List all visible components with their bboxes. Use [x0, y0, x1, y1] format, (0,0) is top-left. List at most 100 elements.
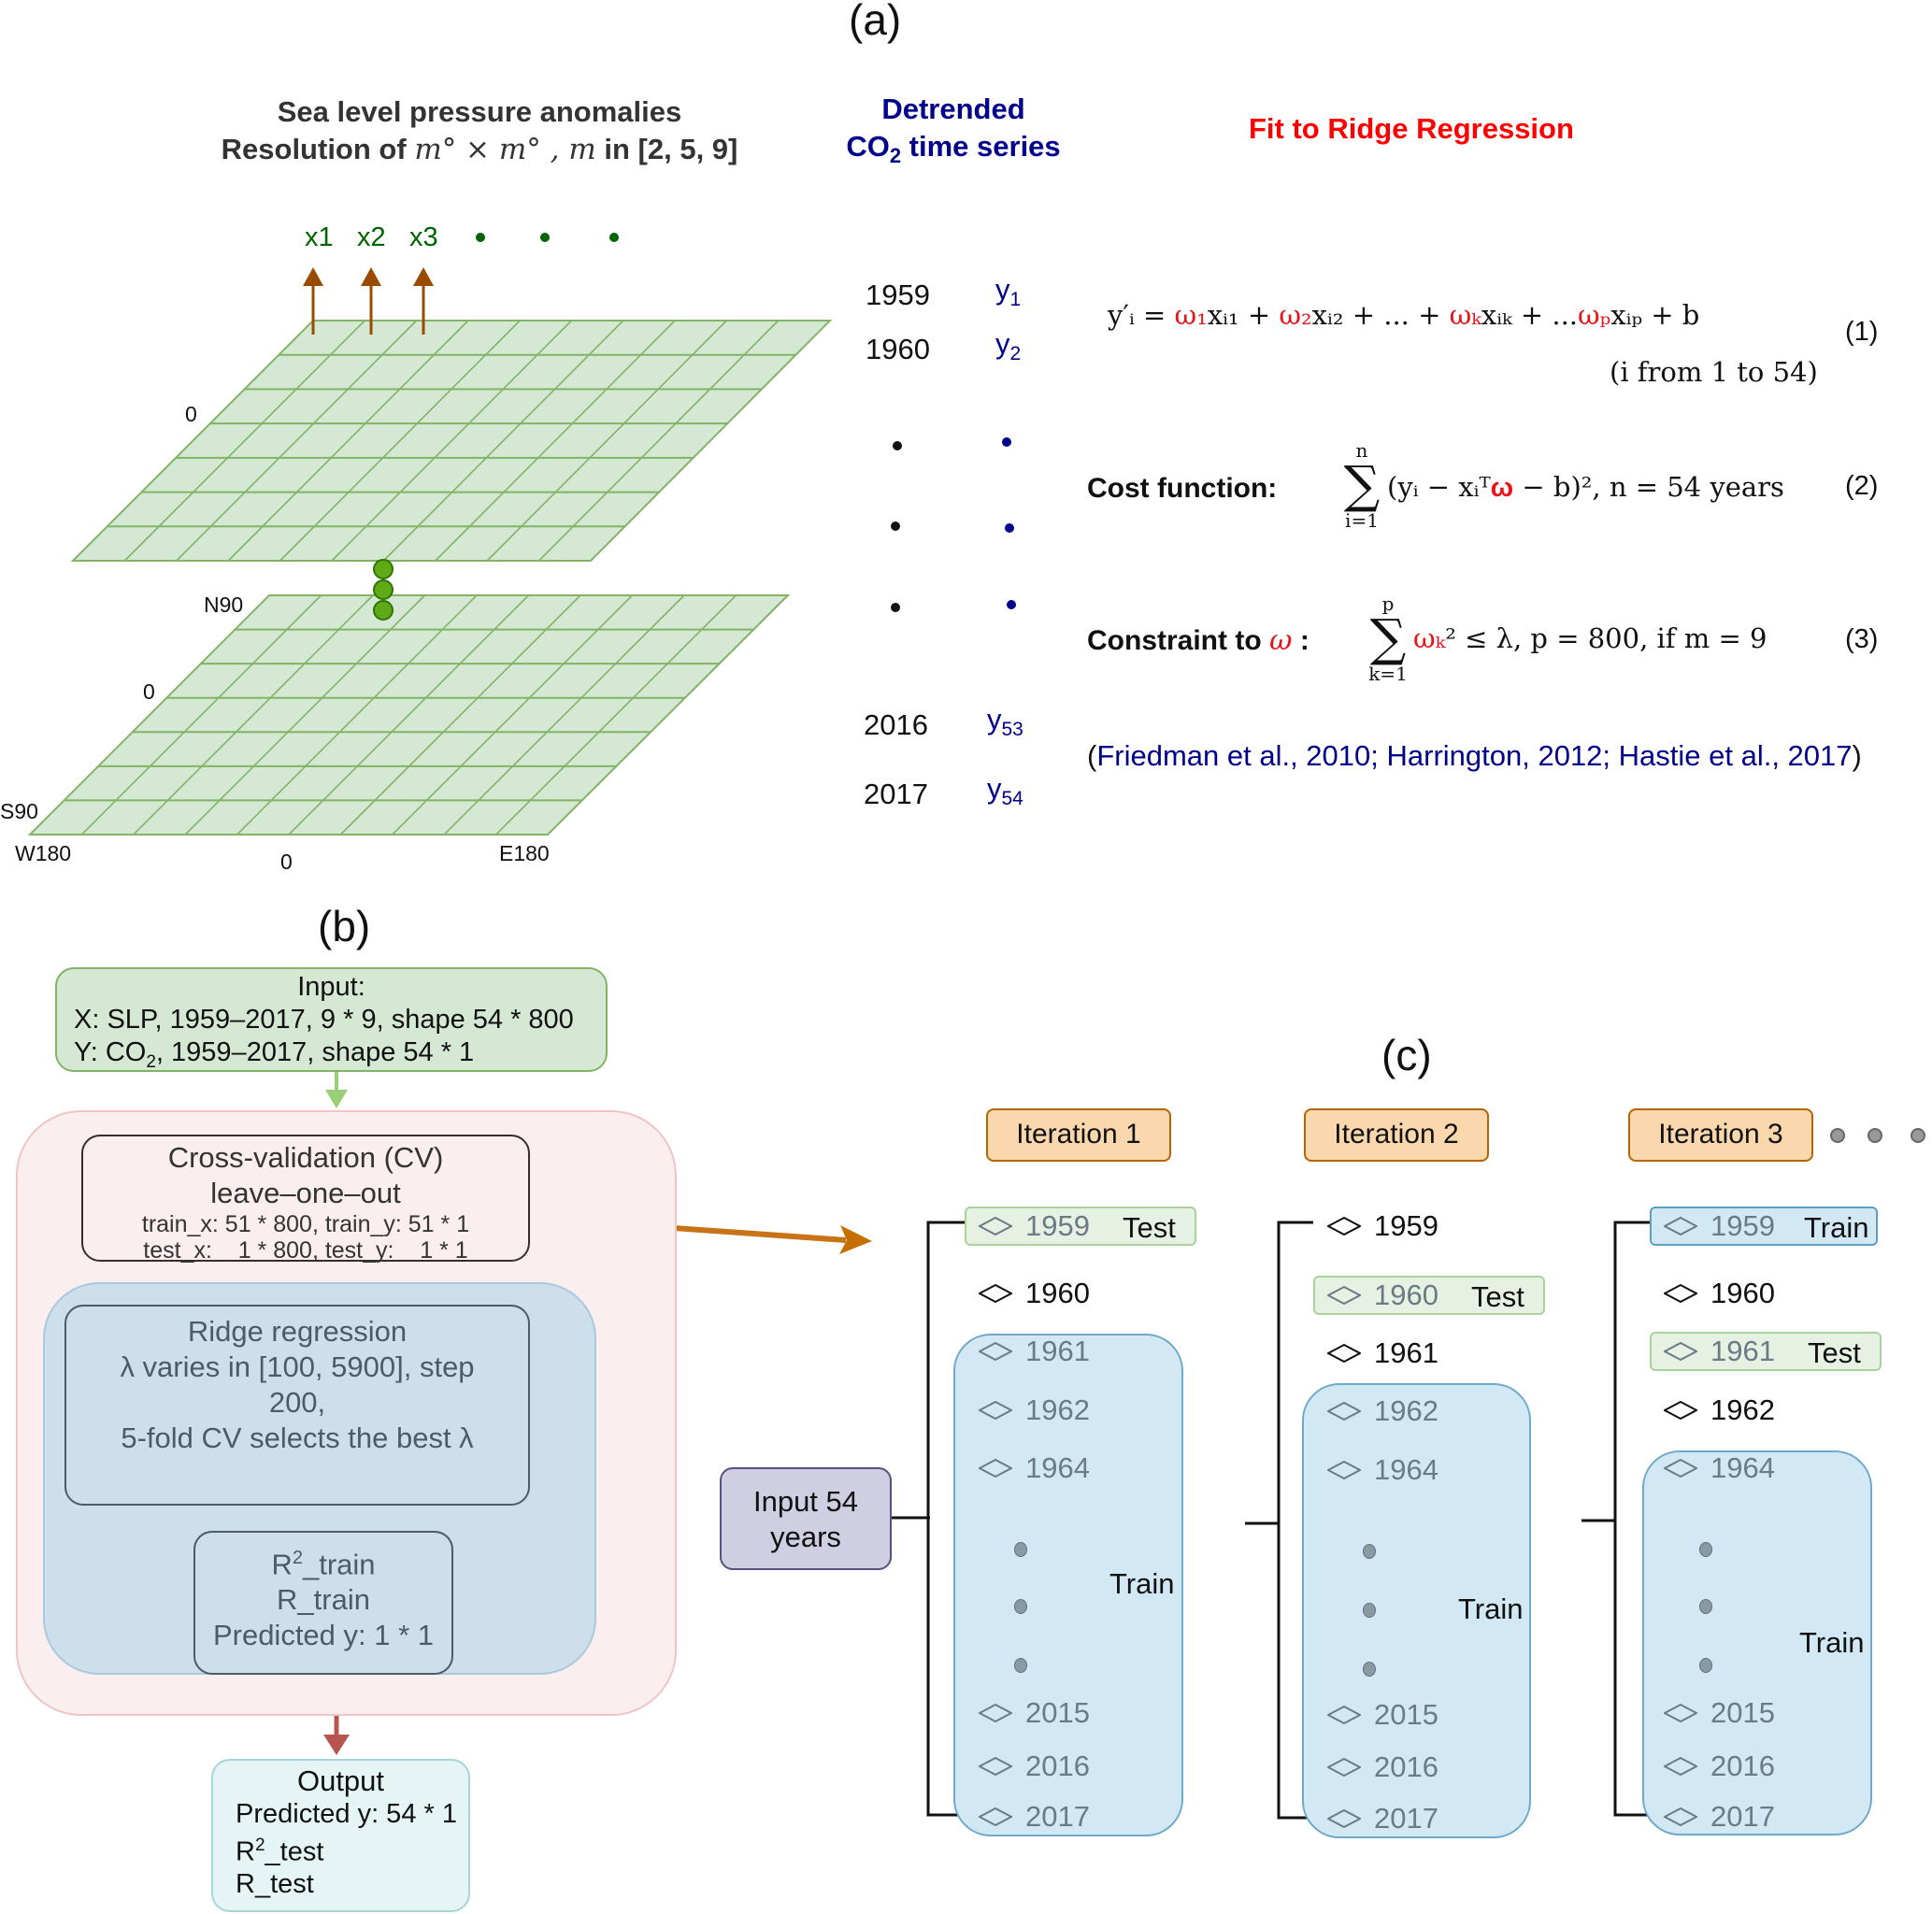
year-ellipsis-dot [1699, 1599, 1712, 1614]
grid-column-line [392, 594, 634, 836]
year-ellipsis-dot [891, 603, 900, 612]
diamond-icon [979, 1401, 1012, 1420]
diamond-icon [1664, 1284, 1697, 1303]
grid-column-line [184, 594, 426, 836]
year-row[interactable]: 1960 [1647, 1275, 1881, 1312]
grid-column-line [331, 320, 573, 562]
year-label: 1964 [1710, 1451, 1775, 1484]
year-label: 1962 [1374, 1394, 1438, 1427]
year-row[interactable]: 2015 [962, 1694, 1195, 1732]
year-row[interactable]: 1961 [962, 1333, 1195, 1370]
y-value-label: y2 [995, 327, 1022, 365]
year-row[interactable]: 2015 [1647, 1694, 1881, 1732]
diamond-icon [1327, 1461, 1361, 1479]
iteration-1-tab[interactable]: Iteration 1 [986, 1108, 1171, 1162]
year-row[interactable]: 1960 Test [1310, 1277, 1544, 1314]
year-label: 1960 [866, 333, 930, 365]
grid-column-line [339, 594, 581, 836]
cv-to-iterations-arrow-head [839, 1225, 872, 1254]
grid-column-line [236, 594, 478, 836]
year-label: 2017 [1374, 1802, 1438, 1835]
year-label: 1961 [1374, 1336, 1438, 1369]
year-row[interactable]: 2017 [962, 1798, 1195, 1835]
equation-2-sum: n ∑ i=1 [1343, 439, 1381, 532]
diamond-icon [1327, 1809, 1361, 1828]
iteration-1-bracket [926, 1221, 977, 1817]
year-row[interactable]: 2016 [1647, 1748, 1881, 1785]
grid-column-line [435, 320, 676, 562]
year-row[interactable]: 1959 [1310, 1207, 1544, 1245]
iteration-3-tab[interactable]: Iteration 3 [1628, 1108, 1813, 1162]
year-row[interactable]: 2015 [1310, 1696, 1544, 1734]
year-label: 2015 [1025, 1696, 1090, 1729]
iteration-2-tab[interactable]: Iteration 2 [1304, 1108, 1489, 1162]
co2-title: Detrended CO2 time series [846, 93, 1061, 168]
grid-label-zero-center: 0 [280, 850, 293, 874]
year-row[interactable]: 2017 [1310, 1800, 1544, 1837]
diamond-icon [1327, 1286, 1361, 1305]
diamond-icon [1664, 1704, 1697, 1722]
diamond-icon [1664, 1459, 1697, 1478]
test-tag: Test [1471, 1280, 1524, 1313]
year-row[interactable]: 2016 [1310, 1749, 1544, 1786]
year-label: 2016 [1710, 1750, 1775, 1782]
y-ellipsis-dot [1007, 600, 1016, 609]
year-ellipsis-dot [1014, 1599, 1027, 1614]
year-label: 1959 [866, 279, 930, 311]
y-value-label: y53 [987, 703, 1023, 741]
year-label: 2016 [1374, 1750, 1438, 1783]
feature-arrows [303, 267, 434, 335]
year-row[interactable]: 1962 [1647, 1392, 1881, 1429]
year-row[interactable]: 1962 [962, 1392, 1195, 1429]
feature-label: x3 [409, 222, 438, 252]
more-iterations-dot [1911, 1128, 1925, 1143]
grid-label-n90: N90 [204, 593, 244, 617]
grid-column-line [80, 594, 322, 836]
diamond-icon [979, 1757, 1012, 1776]
diamond-icon [979, 1342, 1012, 1361]
feature-arrow-3-head [413, 267, 434, 286]
citation: (Friedman et al., 2010; Harrington, 2012… [1087, 739, 1862, 772]
panel-label-c: (c) [1381, 1031, 1432, 1079]
iteration-2-bracket [1277, 1221, 1313, 1820]
year-label: 1964 [1025, 1451, 1090, 1484]
grid-column-line [443, 594, 685, 836]
equation-1: y′ᵢ = ω₁xᵢ₁ + ω₂xᵢ₂ + ... + ωₖxᵢₖ + ...ω… [1108, 299, 1700, 331]
slp-title-line2: Resolution of m° × m° , m in [2, 5, 9] [221, 133, 738, 166]
grid-column-line [279, 320, 521, 562]
year-row[interactable]: 2017 [1647, 1798, 1881, 1835]
feature-ellipsis-dot [540, 233, 550, 242]
year-ellipsis-dot [893, 441, 902, 450]
y-ellipsis-dot [1002, 437, 1011, 447]
year-ellipsis-dot [891, 521, 900, 531]
more-iterations-dot [1830, 1128, 1845, 1143]
equation-3-body: ωₖ² ≤ λ, p = 800, if m = 9 [1413, 622, 1767, 654]
grid-column-line [227, 320, 469, 562]
iteration-connectors [891, 1221, 1650, 1820]
year-row[interactable]: 1964 [1310, 1451, 1544, 1489]
test-tag: Test [1123, 1211, 1176, 1244]
input-54-years-box: Input 54 years [720, 1467, 892, 1570]
year-row[interactable]: 1961 [1310, 1335, 1544, 1372]
year-row[interactable]: 1962 [1310, 1393, 1544, 1430]
year-row[interactable]: 1964 [1647, 1450, 1881, 1487]
grid-column-line [495, 594, 737, 836]
year-ellipsis-dot [1014, 1542, 1027, 1557]
year-ellipsis-dot [1014, 1658, 1027, 1673]
year-label: 2017 [1710, 1800, 1775, 1833]
equation-3-sum: p ∑ k=1 [1368, 593, 1408, 685]
year-row[interactable]: 2016 [962, 1748, 1195, 1785]
feature-label: x1 [305, 222, 334, 252]
more-iterations-dot [1868, 1128, 1882, 1143]
layer-stack-dot [373, 579, 394, 600]
grid-column-line [382, 320, 624, 562]
year-row[interactable]: 1964 [962, 1450, 1195, 1487]
diamond-icon [1664, 1217, 1697, 1236]
diamond-icon [1327, 1344, 1361, 1363]
year-label: 1960 [1374, 1278, 1438, 1311]
year-row[interactable]: 1960 [962, 1275, 1195, 1312]
